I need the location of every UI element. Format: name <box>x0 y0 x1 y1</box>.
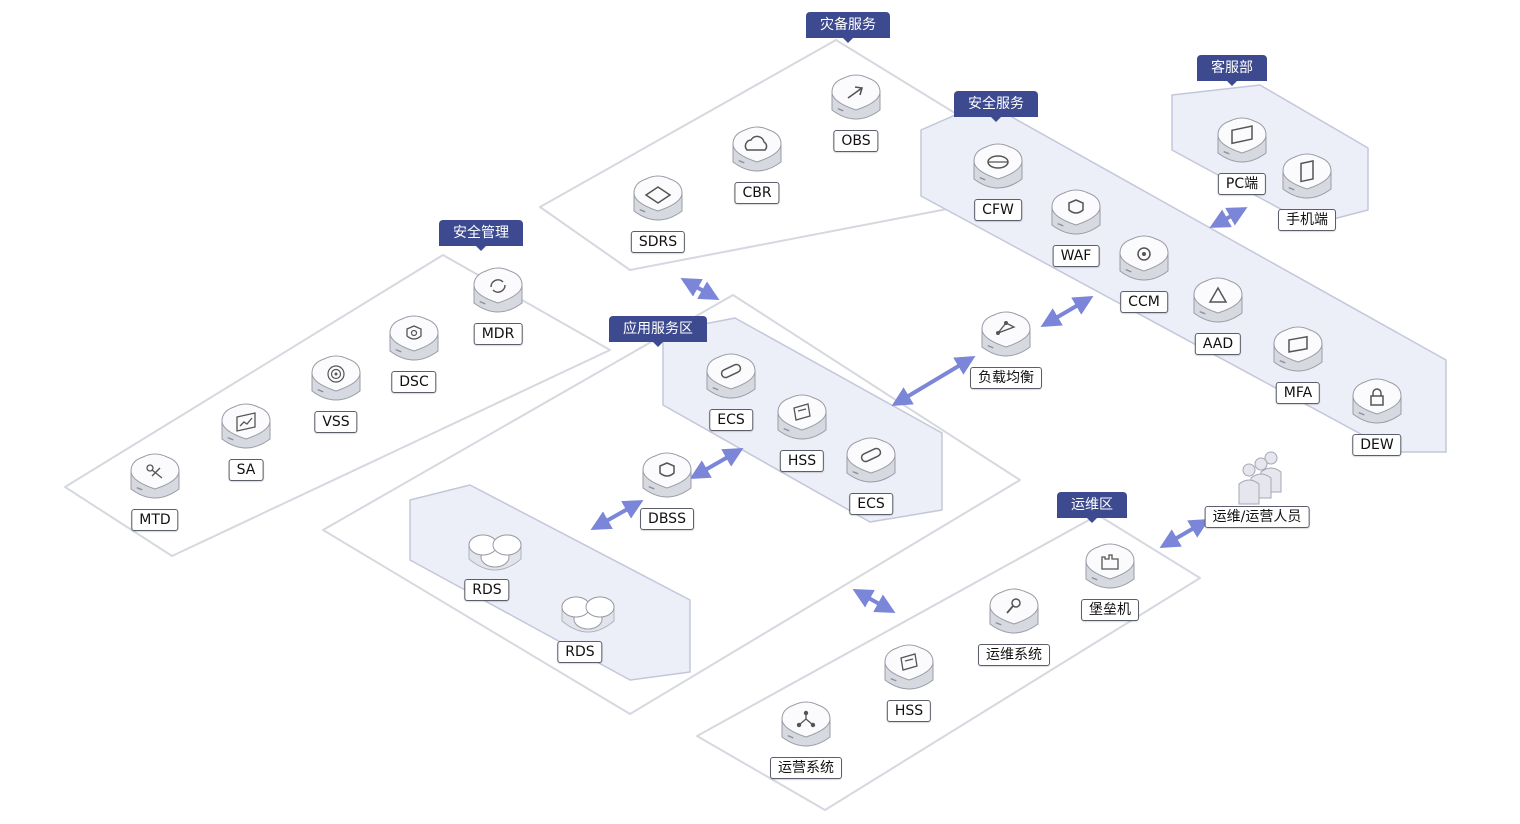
node-obs[interactable]: OBS <box>824 68 888 156</box>
node-label-hss-ops: HSS <box>886 700 932 722</box>
node-label-sa: SA <box>228 459 264 481</box>
node-ecs-1[interactable]: ECS <box>699 347 763 435</box>
node-label-mfa: MFA <box>1275 382 1321 404</box>
zone-tag-security-management: 安全管理 <box>439 220 523 251</box>
node-sa[interactable]: SA <box>214 397 278 485</box>
node-rds-1[interactable]: RDS <box>455 517 522 605</box>
node-label-rds-2: RDS <box>557 641 603 663</box>
node-load-balancer[interactable]: 负载均衡 <box>970 305 1042 393</box>
node-label-hss-app: HSS <box>779 450 825 472</box>
node-mtd[interactable]: MTD <box>123 447 187 535</box>
arrow-dbss-app <box>689 448 744 479</box>
node-label-mdr: MDR <box>473 323 523 345</box>
node-label-operation-system: 运营系统 <box>770 757 842 779</box>
node-label-dbss: DBSS <box>640 508 694 530</box>
node-label-load-balancer: 负载均衡 <box>970 367 1042 389</box>
node-ops-system[interactable]: 运维系统 <box>978 582 1050 670</box>
node-label-dew: DEW <box>1352 434 1402 456</box>
node-label-cbr: CBR <box>734 182 780 204</box>
arrow-app-lb <box>891 355 976 407</box>
node-pc[interactable]: PC端 <box>1210 111 1274 199</box>
node-rds-2[interactable]: RDS <box>548 579 615 667</box>
node-label-dsc: DSC <box>391 371 437 393</box>
node-label-ecs-1: ECS <box>709 409 753 431</box>
node-hss-ops[interactable]: HSS <box>877 638 941 726</box>
node-label-mtd: MTD <box>131 509 179 531</box>
node-label-ecs-2: ECS <box>849 493 893 515</box>
node-hss-app[interactable]: HSS <box>770 388 834 476</box>
zone-tag-customer-service: 客服部 <box>1197 55 1267 86</box>
node-label-obs: OBS <box>833 130 879 152</box>
node-mfa[interactable]: MFA <box>1266 320 1330 408</box>
node-cbr[interactable]: CBR <box>725 120 789 208</box>
zone-tag-operations: 运维区 <box>1057 492 1127 523</box>
node-mobile[interactable]: 手机端 <box>1275 147 1339 235</box>
arrow-personnel-bastion <box>1159 518 1210 549</box>
node-sdrs[interactable]: SDRS <box>626 169 690 257</box>
node-ccm[interactable]: CCM <box>1112 229 1176 317</box>
arrow-security-customer <box>1209 207 1248 228</box>
arrow-db-dbss <box>590 500 644 530</box>
node-ops-personnel[interactable]: 运维/运营人员 <box>1204 444 1310 532</box>
node-ecs-2[interactable]: ECS <box>839 431 903 519</box>
box-database <box>409 484 691 681</box>
zone-tag-security-service: 安全服务 <box>954 91 1038 122</box>
node-dew[interactable]: DEW <box>1345 372 1409 460</box>
node-aad[interactable]: AAD <box>1186 271 1250 359</box>
node-cfw[interactable]: CFW <box>966 137 1030 225</box>
node-label-vss: VSS <box>314 411 358 433</box>
node-label-waf: WAF <box>1052 245 1100 267</box>
node-label-mobile: 手机端 <box>1278 209 1336 231</box>
node-label-ops-personnel: 运维/运营人员 <box>1204 506 1310 528</box>
node-label-pc: PC端 <box>1217 173 1267 195</box>
node-bastion[interactable]: 堡垒机 <box>1078 537 1142 625</box>
arrow-lb-security <box>1040 295 1094 328</box>
node-dsc[interactable]: DSC <box>382 309 446 397</box>
arrow-app-ops <box>852 589 896 613</box>
node-waf[interactable]: WAF <box>1044 183 1108 271</box>
node-label-aad: AAD <box>1194 333 1242 355</box>
node-label-rds-1: RDS <box>464 579 510 601</box>
node-label-cfw: CFW <box>974 199 1022 221</box>
node-vss[interactable]: VSS <box>304 349 368 437</box>
zone-tag-application-service: 应用服务区 <box>609 316 707 347</box>
node-label-sdrs: SDRS <box>630 231 686 253</box>
arrow-dr-app <box>680 278 720 300</box>
node-mdr[interactable]: MDR <box>466 261 530 349</box>
node-dbss[interactable]: DBSS <box>635 446 699 534</box>
node-operation-system[interactable]: 运营系统 <box>770 695 842 783</box>
node-label-ops-system: 运维系统 <box>978 644 1050 666</box>
node-label-bastion: 堡垒机 <box>1081 599 1139 621</box>
zone-tag-disaster-recovery: 灾备服务 <box>806 12 890 43</box>
node-label-ccm: CCM <box>1120 291 1168 313</box>
